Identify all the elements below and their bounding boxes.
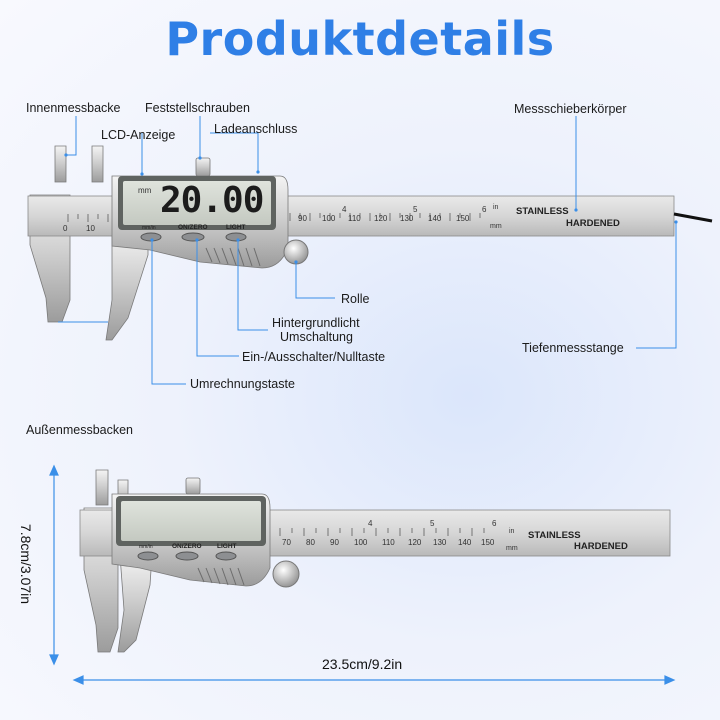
- bottom-mm-unit: mm: [506, 545, 518, 552]
- label-caliper-body: Messschieberkörper: [514, 102, 627, 116]
- hardened-text: HARDENED: [566, 218, 620, 229]
- svg-text:140: 140: [428, 214, 442, 223]
- label-backlight-2: Umschaltung: [280, 330, 353, 344]
- svg-text:4: 4: [342, 205, 347, 214]
- svg-text:5: 5: [413, 205, 418, 214]
- svg-text:0: 0: [63, 224, 68, 233]
- leader-lines: [58, 116, 677, 385]
- depth-rod: [673, 212, 713, 223]
- inner-jaw-top: [54, 145, 67, 183]
- onzero-button: [181, 232, 205, 242]
- label-backlight-1: Hintergrundlicht: [272, 316, 360, 330]
- bottom-inch-unit: in: [509, 528, 515, 535]
- label-depth-rod: Tiefenmessstange: [522, 341, 624, 355]
- label-unit-button: Umrechnungstaste: [190, 377, 295, 391]
- page-title: Produktdetails: [165, 12, 555, 66]
- caliper-bottom: 70 80 90 100 110 120 130 140 150 4 5 6: [79, 469, 671, 653]
- svg-text:110: 110: [348, 214, 361, 223]
- unit-button-label[interactable]: mm/in: [142, 225, 156, 231]
- label-on-off-zero: Ein-/Ausschalter/Nulltaste: [242, 350, 386, 364]
- svg-text:100: 100: [354, 538, 368, 547]
- label-lcd-display: LCD-Anzeige: [101, 128, 176, 142]
- scale-ticks: [67, 213, 481, 222]
- scale-numbers: 0 10 90 100 110 120 130 140 150 4 5 6: [63, 205, 487, 233]
- svg-text:130: 130: [400, 214, 414, 223]
- lcd-screen: [123, 181, 271, 225]
- bottom-stainless-text: STAINLESS: [528, 530, 581, 541]
- svg-text:110: 110: [382, 538, 395, 547]
- svg-text:120: 120: [408, 538, 422, 547]
- label-roller: Rolle: [341, 292, 370, 306]
- light-button-label[interactable]: LIGHT: [226, 224, 246, 231]
- svg-text:130: 130: [433, 538, 447, 547]
- svg-text:90: 90: [330, 538, 339, 547]
- lcd-readout: 20.00: [160, 180, 264, 221]
- stainless-text: STAINLESS: [516, 206, 569, 217]
- svg-text:140: 140: [458, 538, 472, 547]
- bottom-onzero-label: ON/ZERO: [172, 543, 202, 550]
- svg-text:4: 4: [368, 519, 373, 528]
- bottom-hardened-text: HARDENED: [574, 541, 628, 552]
- length-dimension: 23.5cm/9.2in: [322, 656, 403, 672]
- roller: [283, 239, 309, 265]
- bottom-light-label: LIGHT: [217, 543, 237, 550]
- svg-text:80: 80: [306, 538, 315, 547]
- svg-text:150: 150: [481, 538, 495, 547]
- svg-text:6: 6: [482, 205, 487, 214]
- inch-unit: in: [493, 204, 499, 211]
- lcd-bottom-screen: [121, 501, 261, 541]
- svg-text:120: 120: [374, 214, 388, 223]
- svg-text:5: 5: [430, 519, 435, 528]
- svg-text:10: 10: [86, 224, 95, 233]
- label-locking-screws: Feststellschrauben: [145, 101, 250, 115]
- lcd-unit: mm: [138, 186, 152, 195]
- svg-text:6: 6: [492, 519, 497, 528]
- inner-jaw-slider: [91, 145, 104, 183]
- svg-text:70: 70: [282, 538, 291, 547]
- label-inner-jaw: Innenmessbacke: [26, 101, 121, 115]
- svg-text:90: 90: [298, 214, 307, 223]
- label-charging-port: Ladeanschluss: [214, 122, 298, 136]
- height-dimension: 7.8cm/3.07in: [18, 523, 35, 605]
- bottom-unit-button-label: mm/in: [139, 544, 153, 550]
- light-button: [225, 232, 247, 242]
- label-outer-jaws: Außenmessbacken: [26, 423, 134, 437]
- dimension-lines: [49, 464, 676, 685]
- mm-unit: mm: [490, 223, 502, 230]
- svg-text:100: 100: [322, 214, 336, 223]
- svg-text:150: 150: [456, 214, 470, 223]
- locking-screw: [195, 157, 211, 177]
- onzero-button-label[interactable]: ON/ZERO: [178, 224, 208, 231]
- caliper-top: 0 10 90 100 110 120 130 140 150 4 5 6: [27, 145, 713, 341]
